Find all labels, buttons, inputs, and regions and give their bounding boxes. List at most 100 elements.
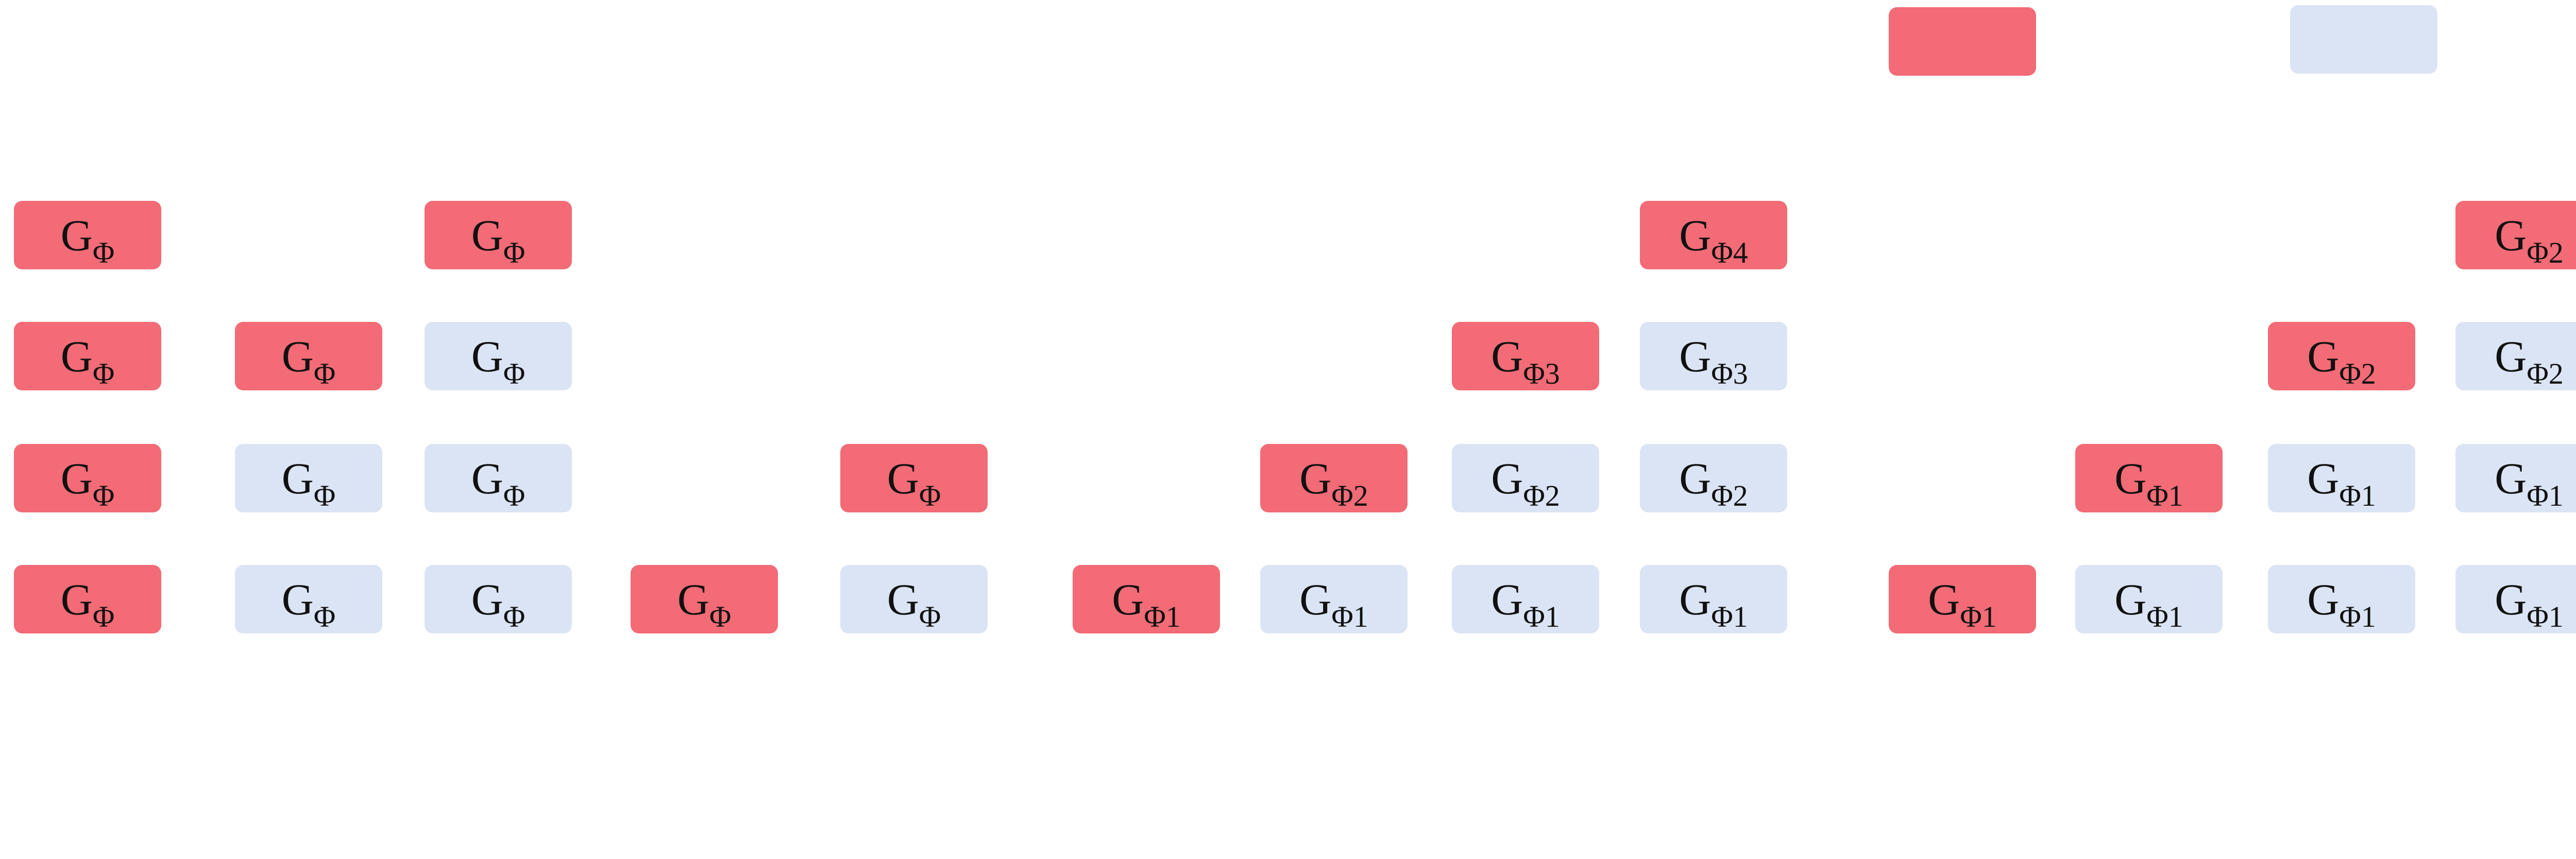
- block-label-subscript: Φ2: [1331, 478, 1368, 512]
- block-label-subscript: Φ: [503, 356, 526, 390]
- block-label-main: G: [1491, 574, 1523, 624]
- block-label-main: G: [1299, 453, 1332, 503]
- block-label-main: G: [471, 574, 503, 624]
- block-label-subscript: Φ1: [2339, 478, 2376, 512]
- block-label-subscript: Φ2: [2527, 235, 2564, 269]
- block-label-subscript: Φ1: [1331, 599, 1368, 633]
- block-label-main: G: [1928, 574, 1960, 624]
- block-label-subscript: Φ: [313, 356, 336, 390]
- block-label-main: G: [281, 331, 314, 381]
- block-label-subscript: Φ1: [1523, 599, 1560, 633]
- block-label-subscript: Φ1: [2527, 599, 2564, 633]
- block-label-subscript: Φ: [313, 478, 336, 512]
- block-label-main: G: [1679, 210, 1711, 260]
- block-label-main: G: [2495, 574, 2527, 624]
- block-label-main: G: [1679, 574, 1711, 624]
- block-label-subscript: Φ: [503, 235, 526, 269]
- block-label-subscript: Φ: [919, 478, 941, 512]
- block-label-main: G: [677, 574, 709, 624]
- block-label-subscript: Φ1: [1960, 599, 1997, 633]
- block-label-subscript: Φ: [919, 599, 941, 633]
- block-label-subscript: Φ3: [1711, 356, 1748, 390]
- block-label-subscript: Φ3: [1523, 356, 1560, 390]
- block-label-subscript: Φ1: [1711, 599, 1748, 633]
- block-label-subscript: Φ2: [2527, 356, 2564, 390]
- block-label-subscript: Φ1: [2339, 599, 2376, 633]
- block-label-main: G: [1299, 574, 1332, 624]
- block-label-main: G: [471, 331, 503, 381]
- block-label-main: G: [887, 574, 919, 624]
- block-label-main: G: [2307, 574, 2340, 624]
- block-label-subscript: Φ: [92, 235, 115, 269]
- block-label-subscript: Φ: [313, 599, 336, 633]
- block-label-main: G: [2495, 331, 2527, 381]
- block-label-main: G: [60, 210, 93, 260]
- block-label-main: G: [2495, 210, 2527, 260]
- block-label-main: G: [2495, 453, 2527, 503]
- block-label-main: G: [281, 453, 314, 503]
- block-label-subscript: Φ: [503, 478, 526, 512]
- block-label-main: G: [60, 574, 93, 624]
- block-label-main: G: [281, 574, 314, 624]
- legend-swatch-inactive: [2290, 5, 2437, 74]
- block-label-subscript: Φ1: [1144, 599, 1181, 633]
- block-label-main: G: [471, 210, 503, 260]
- block-label-main: G: [2307, 331, 2340, 381]
- block-label-main: G: [60, 331, 93, 381]
- block-label-subscript: Φ1: [2146, 599, 2183, 633]
- block-label-main: G: [60, 453, 93, 503]
- block-label-main: G: [1679, 453, 1711, 503]
- block-label-main: G: [2114, 574, 2147, 624]
